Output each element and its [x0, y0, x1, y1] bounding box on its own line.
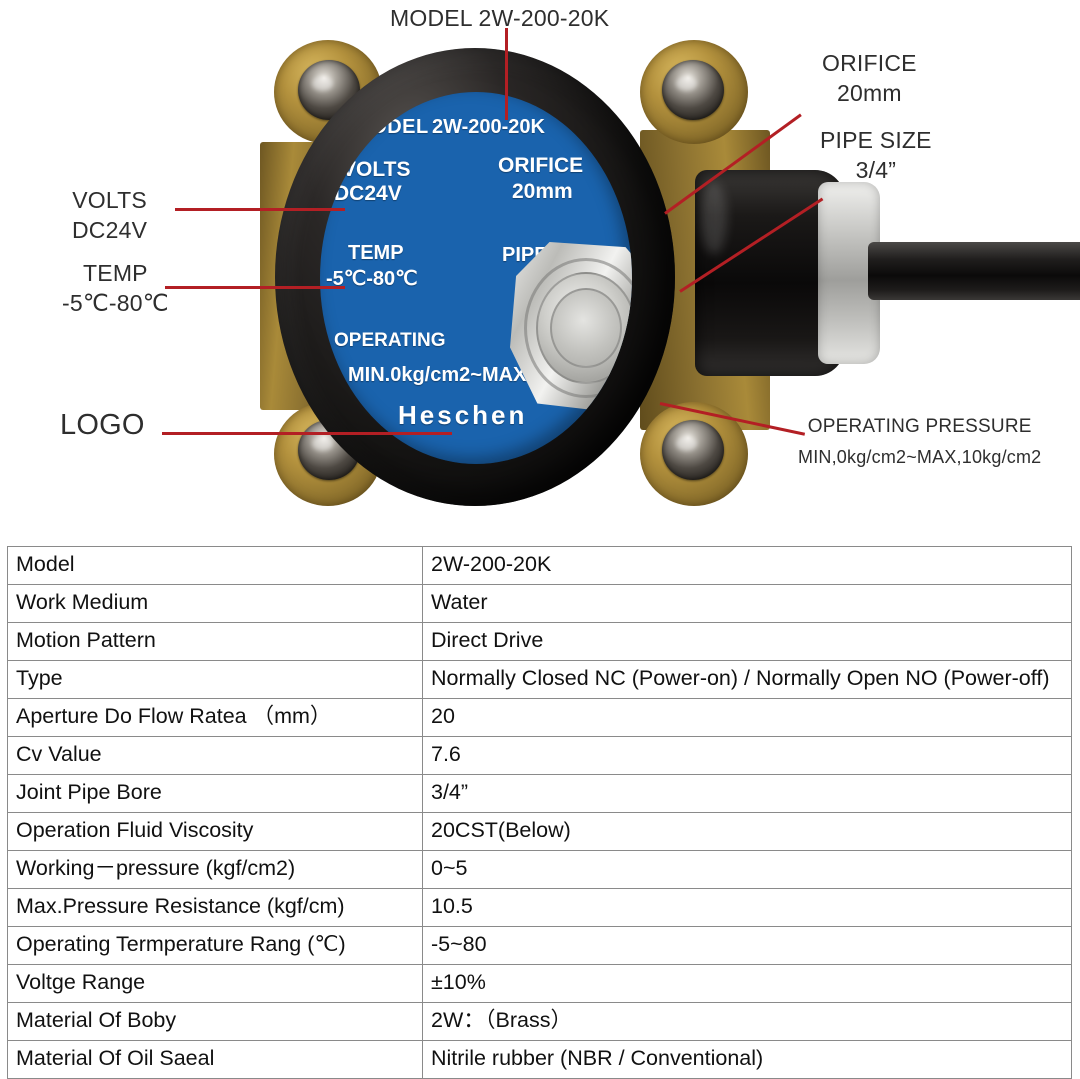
spec-value: 3/4” [422, 774, 1072, 813]
spec-key: Material Of Oil Saeal [7, 1040, 423, 1079]
spec-value: ±10% [422, 964, 1072, 1003]
callout-pipe-size: PIPE SIZE 3/4” [820, 125, 932, 185]
hex-bolt-bottom-right [662, 420, 724, 480]
spec-value: Water [422, 584, 1072, 623]
spec-key: Working－pressure (kgf/cm2) [7, 850, 423, 889]
callout-temp-line1: TEMP [83, 260, 148, 286]
table-row: Voltge Range±10% [7, 964, 1072, 1003]
callout-pipe-size-line1: PIPE SIZE [820, 127, 932, 153]
label-volts: VOLTS [342, 158, 411, 181]
spec-key: Work Medium [7, 584, 423, 623]
label-temp: TEMP [348, 242, 404, 264]
callout-volts-line1: VOLTS [72, 187, 147, 213]
callout-temp: TEMP -5℃-80℃ [62, 258, 169, 318]
center-hex-nut [510, 242, 632, 412]
spec-key: Voltge Range [7, 964, 423, 1003]
table-row: Max.Pressure Resistance (kgf/cm)10.5 [7, 888, 1072, 927]
callout-model: MODEL 2W-200-20K [390, 3, 609, 33]
spec-value: Direct Drive [422, 622, 1072, 661]
product-diagram: MODEL 2W-200-20K VOLTS DC24V ORIFICE 20m… [0, 0, 1080, 540]
spec-key: Material Of Boby [7, 1002, 423, 1041]
brass-flange-top-right [640, 40, 748, 144]
spec-value: Normally Closed NC (Power-on) / Normally… [422, 660, 1072, 699]
callout-orifice-line2: 20mm [836, 80, 902, 106]
callout-operating-pressure-line1: OPERATING PRESSURE [807, 416, 1032, 437]
leader-line-temp [165, 286, 345, 289]
spec-value: 2W：（Brass） [422, 1002, 1072, 1041]
spec-value: 20 [422, 698, 1072, 737]
callout-pipe-size-line2: 3/4” [855, 157, 897, 183]
spec-key: Cv Value [7, 736, 423, 775]
spec-key: Motion Pattern [7, 622, 423, 661]
label-orifice: ORIFICE [498, 154, 584, 177]
spec-key: Type [7, 660, 423, 699]
spec-value: 2W-200-20K [422, 546, 1072, 585]
table-row: Working－pressure (kgf/cm2)0~5 [7, 850, 1072, 889]
leader-line-logo [162, 432, 452, 435]
power-cable [868, 242, 1080, 300]
callout-logo: LOGO [60, 410, 145, 440]
label-temp-value: -5℃-80℃ [326, 268, 418, 290]
spec-value: 0~5 [422, 850, 1072, 889]
spec-key: Max.Pressure Resistance (kgf/cm) [7, 888, 423, 927]
callout-operating-pressure-line2: MIN,0kg/cm2~MAX,10kg/cm2 [798, 447, 1042, 467]
hex-nut-ring-outer [524, 258, 632, 398]
spec-value: 7.6 [422, 736, 1072, 775]
label-model-value: 2W-200-20K [432, 116, 545, 138]
label-model: MODEL [354, 116, 429, 138]
callout-volts-line2: DC24V [72, 217, 148, 243]
table-row: Operating Termperature Rang (℃)-5~80 [7, 926, 1072, 965]
spec-value: 10.5 [422, 888, 1072, 927]
spec-key: Aperture Do Flow Ratea （mm） [7, 698, 423, 737]
callout-logo-line1: LOGO [60, 409, 145, 441]
hex-nut-ring-inner [550, 288, 622, 368]
leader-line-model [505, 28, 508, 120]
spec-key: Joint Pipe Bore [7, 774, 423, 813]
callout-orifice: ORIFICE 20mm [822, 48, 917, 108]
valve-blue-label: MODEL 2W-200-20K VOLTS DC24V ORIFICE 20m… [320, 92, 632, 464]
label-volts-value: DC24V [334, 182, 402, 205]
table-row: Aperture Do Flow Ratea （mm）20 [7, 698, 1072, 737]
spec-key: Operating Termperature Rang (℃) [7, 926, 423, 965]
callout-volts: VOLTS DC24V [72, 185, 147, 245]
spec-key: Operation Fluid Viscosity [7, 812, 423, 851]
callout-model-line1: MODEL 2W-200-20K [390, 5, 610, 31]
label-brand-heschen: Heschen [398, 400, 528, 430]
spec-value: 20CST(Below) [422, 812, 1072, 851]
label-operating: OPERATING [334, 330, 446, 351]
leader-line-volts [175, 208, 345, 211]
label-orifice-value: 20mm [512, 180, 573, 203]
callout-temp-line2: -5℃-80℃ [62, 290, 169, 316]
spec-value: -5~80 [422, 926, 1072, 965]
hex-bolt-top-right [662, 60, 724, 120]
callout-operating-pressure: OPERATING PRESSURE MIN,0kg/cm2~MAX,10kg/… [798, 412, 1041, 472]
spec-key: Model [7, 546, 423, 585]
callout-orifice-line1: ORIFICE [822, 50, 917, 76]
solenoid-valve-illustration: MODEL 2W-200-20K VOLTS DC24V ORIFICE 20m… [240, 30, 1080, 520]
spec-value: Nitrile rubber (NBR / Conventional) [422, 1040, 1072, 1079]
